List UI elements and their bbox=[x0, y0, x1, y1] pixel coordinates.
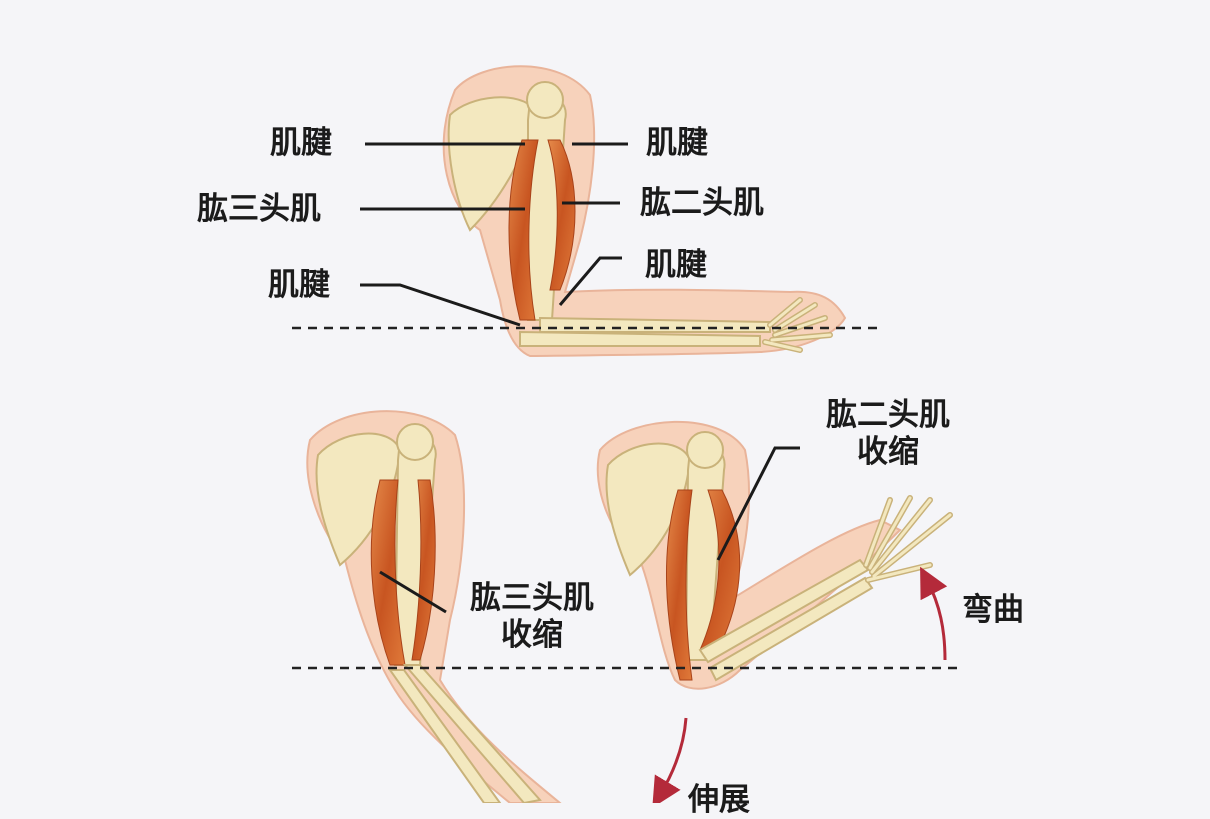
extended-humerus-head bbox=[396, 423, 434, 461]
flexed-humerus-head bbox=[686, 431, 724, 469]
biceps-contract-line1: 肱二头肌 bbox=[826, 397, 950, 433]
top-biceps-label: 肱二头肌 bbox=[640, 185, 764, 221]
biceps-contract-label: 肱二头肌 收缩 bbox=[808, 397, 968, 471]
extended-arm-illustration bbox=[306, 410, 562, 803]
top-tendon-left-lower-label: 肌腱 bbox=[268, 267, 330, 303]
top-leader-lines bbox=[360, 142, 628, 327]
triceps-contract-line1: 肱三头肌 bbox=[470, 580, 594, 616]
extended-biceps-muscle bbox=[411, 479, 436, 661]
flex-label: 弯曲 bbox=[962, 592, 1024, 628]
top-arm-illustration bbox=[442, 65, 847, 358]
top-humerus-head bbox=[526, 81, 564, 119]
extend-label: 伸展 bbox=[688, 782, 750, 818]
top-biceps-muscle bbox=[547, 139, 576, 291]
triceps-contract-line2: 收缩 bbox=[501, 617, 563, 654]
extend-arrow bbox=[652, 717, 688, 803]
biceps-contract-line2: 收缩 bbox=[857, 434, 919, 471]
top-triceps-label: 肱三头肌 bbox=[197, 191, 321, 227]
top-scapula bbox=[447, 96, 537, 232]
top-tendon-right-lower-label: 肌腱 bbox=[645, 247, 707, 283]
extended-ulna bbox=[388, 669, 502, 803]
extended-radius bbox=[402, 664, 542, 803]
flex-arrow bbox=[920, 566, 948, 661]
bottom-leader-lines bbox=[379, 446, 800, 614]
top-tendon-left-upper-label: 肌腱 bbox=[270, 125, 332, 161]
top-tendon-right-upper-label: 肌腱 bbox=[646, 125, 708, 161]
flexed-arm-illustration bbox=[596, 420, 953, 690]
flexed-triceps-muscle bbox=[666, 489, 693, 681]
flexed-hand-bones bbox=[863, 495, 953, 583]
flexed-ulna bbox=[708, 576, 874, 682]
top-ulna bbox=[519, 330, 761, 347]
triceps-contract-label: 肱三头肌 收缩 bbox=[452, 580, 612, 654]
top-triceps-muscle bbox=[508, 139, 539, 321]
